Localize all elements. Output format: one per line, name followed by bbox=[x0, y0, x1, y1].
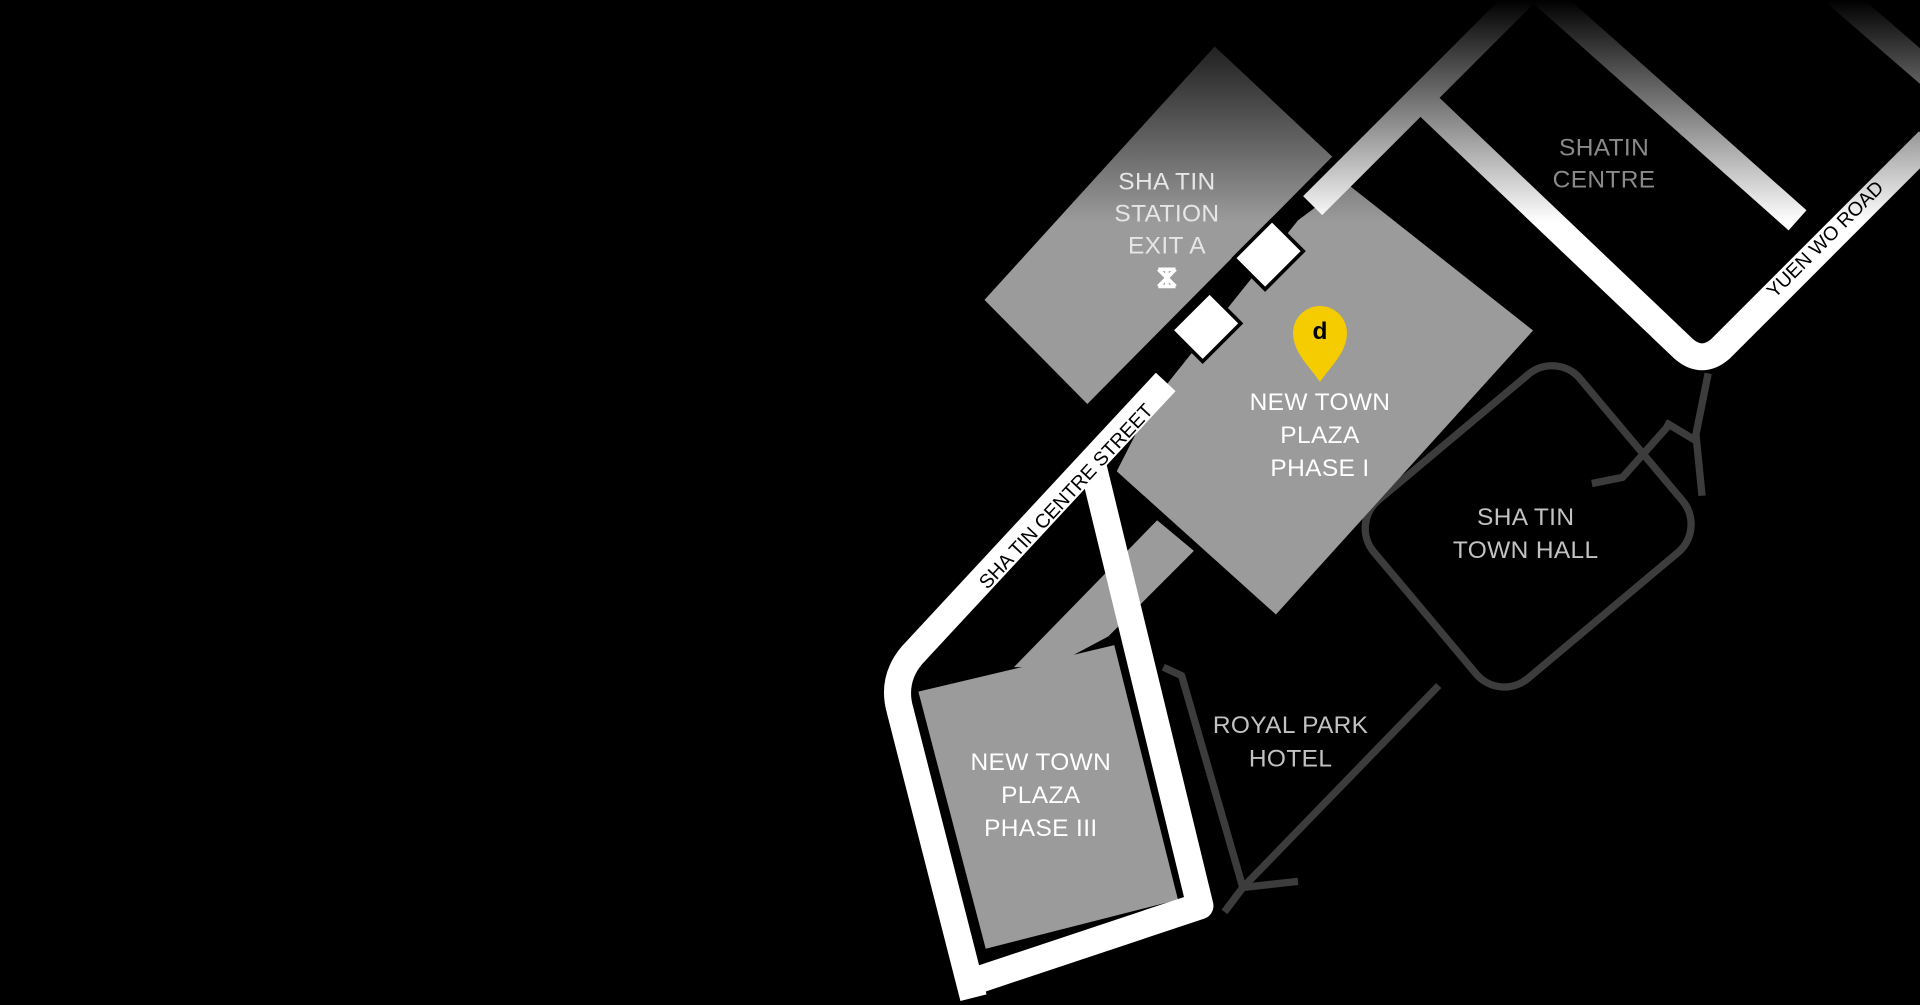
town-hall-label: SHA TIN TOWN HALL bbox=[1453, 504, 1599, 564]
location-pin-icon[interactable]: d bbox=[1293, 306, 1347, 382]
label-line: EXIT A bbox=[1128, 232, 1206, 259]
mtr-icon bbox=[1157, 267, 1177, 289]
label-line: ROYAL PARK bbox=[1213, 712, 1369, 739]
side-road bbox=[975, 464, 1214, 993]
label-line: SHA TIN bbox=[1118, 169, 1215, 196]
label-line: CENTRE bbox=[1553, 166, 1656, 193]
label-line: PLAZA bbox=[1280, 422, 1360, 449]
label-line: PLAZA bbox=[1001, 782, 1081, 809]
station-label: SHA TIN STATION EXIT A bbox=[1114, 169, 1219, 260]
shatin-centre-label: SHATIN CENTRE bbox=[1553, 134, 1656, 193]
label-line: STATION bbox=[1114, 201, 1219, 228]
royal-park-label: ROYAL PARK HOTEL bbox=[1213, 712, 1369, 772]
top-fade bbox=[857, 0, 1920, 404]
label-line: PHASE III bbox=[984, 815, 1097, 842]
label-line: NEW TOWN bbox=[1250, 389, 1391, 416]
label-line: SHA TIN bbox=[1477, 504, 1574, 531]
crossings bbox=[1168, 217, 1306, 365]
label-line: SHATIN bbox=[1559, 134, 1649, 161]
label-line: NEW TOWN bbox=[970, 749, 1111, 776]
plaza-phase-3-building bbox=[918, 645, 1178, 949]
connector-walkway bbox=[1013, 520, 1194, 668]
footpaths bbox=[1161, 362, 1712, 915]
plaza-phase-3-label: NEW TOWN PLAZA PHASE III bbox=[970, 749, 1111, 842]
town-hall-outline bbox=[1361, 362, 1695, 691]
plaza-phase-1-label: NEW TOWN PLAZA PHASE I bbox=[1250, 389, 1391, 482]
label-line: PHASE I bbox=[1270, 455, 1369, 482]
label-line: TOWN HALL bbox=[1453, 537, 1599, 564]
label-line: HOTEL bbox=[1249, 745, 1332, 772]
pin-label: d bbox=[1313, 318, 1328, 345]
sha-tin-centre-street bbox=[884, 372, 1176, 1001]
